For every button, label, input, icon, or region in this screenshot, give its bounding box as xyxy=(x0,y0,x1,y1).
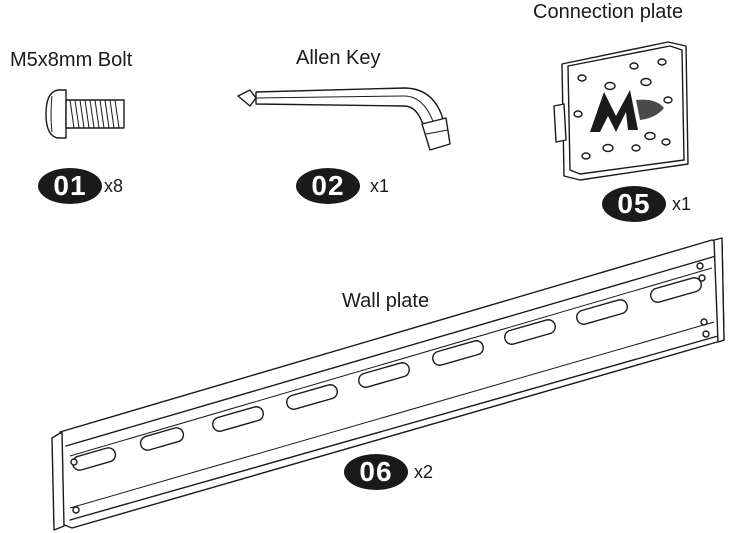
bolt-icon xyxy=(45,89,125,139)
part-number-badge-05: 05 xyxy=(602,186,666,222)
wall-plate-label: Wall plate xyxy=(342,290,430,312)
part-number-badge-01: 01 xyxy=(38,168,102,204)
connection-plate-quantity: x1 xyxy=(672,194,692,214)
allen-key-label: Allen Key xyxy=(296,47,381,69)
connection-plate-label: Connection plate xyxy=(533,1,684,23)
part-number-badge-06: 06 xyxy=(344,454,408,490)
bolt-label: M5x8mm Bolt xyxy=(10,49,133,71)
part-number-badge-02: 02 xyxy=(296,168,360,204)
bolt-quantity: x8 xyxy=(104,176,124,196)
wall-plate-quantity: x2 xyxy=(414,462,434,482)
allen-key-icon xyxy=(237,87,451,151)
allen-key-quantity: x1 xyxy=(370,176,390,196)
logo-m-icon xyxy=(590,90,664,132)
